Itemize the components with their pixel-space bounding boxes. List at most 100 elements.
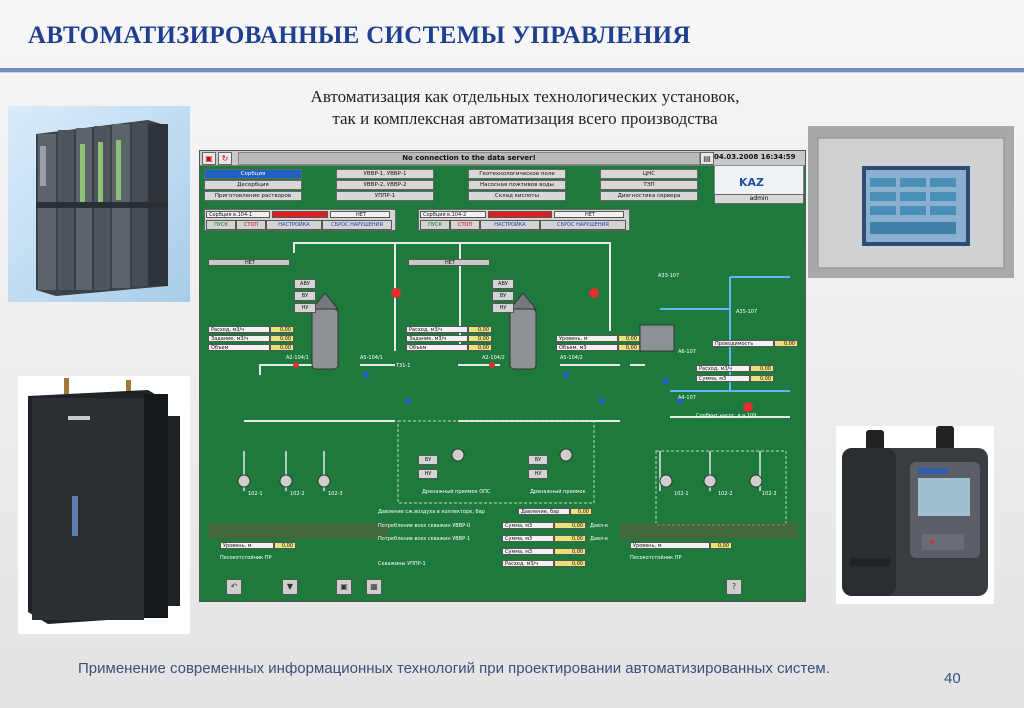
- sorption-104-2-reset-button[interactable]: СБРОС НАРУШЕНИЯ: [540, 220, 626, 230]
- consumption-uvvr-label: Потребление всех скважин УВВР-0: [378, 523, 471, 529]
- sorption-104-1-start-button[interactable]: ПУСК: [206, 220, 236, 230]
- col1-avu-button[interactable]: АВУ: [294, 279, 316, 289]
- tag-a2-104-2: А2-104/2: [482, 355, 505, 361]
- well-right-3: 102-3: [762, 491, 777, 497]
- nav-cns[interactable]: ЦНС: [600, 169, 698, 179]
- kazatomprom-logo: KAZ: [714, 165, 804, 195]
- subtitle-line-2: так и комплексная автоматизация всего пр…: [332, 109, 718, 128]
- scada-home-icon[interactable]: ▣: [202, 152, 216, 165]
- sum-total-value: 0,00: [554, 548, 586, 555]
- col2-avu-button[interactable]: АВУ: [492, 279, 514, 289]
- scada-screen: ▣ ↻ No connection to the data server! ▤ …: [199, 150, 806, 602]
- scada-print-icon[interactable]: ▤: [700, 152, 714, 165]
- column-1-mode: НЕТ: [208, 259, 290, 266]
- nav-desorption[interactable]: Десорбция: [204, 180, 302, 190]
- scada-toolbar: ▣ ↻ No connection to the data server! ▤ …: [200, 151, 805, 166]
- col2-flow-value: 0,00: [468, 326, 492, 333]
- sorption-104-1-reset-button[interactable]: СБРОС НАРУШЕНИЯ: [322, 220, 392, 230]
- flow-uppr-value: 0,00: [554, 560, 586, 567]
- sorption-104-1-stop-button[interactable]: СТОП: [236, 220, 266, 230]
- drain1-vu-button[interactable]: ВУ: [418, 455, 438, 465]
- col1-volume-value: 0,00: [270, 344, 294, 351]
- col2-nu-button[interactable]: НУ: [492, 303, 514, 313]
- spigot-label-2: Давл-е: [590, 536, 608, 542]
- sorption-104-1-alarm: [272, 211, 328, 218]
- sorption-104-2-alarm: [488, 211, 552, 218]
- tag-a5-104-1: А5-104/1: [360, 355, 383, 361]
- drain2-nu-button[interactable]: НУ: [528, 469, 548, 479]
- title-divider: [0, 68, 1024, 72]
- sorption-104-1-setup-button[interactable]: НАСТРОЙКА: [266, 220, 322, 230]
- conductivity-label: Проводимость: [712, 340, 774, 347]
- level-left-label: Уровень, м: [220, 542, 274, 549]
- col2-flow-label: Расход, м3/ч: [406, 326, 468, 333]
- logo-text: KAZ: [739, 176, 765, 189]
- right-sum-label: Сумма, м3: [696, 375, 750, 382]
- scada-refresh-icon[interactable]: ↻: [218, 152, 232, 165]
- nav-uvvr-2[interactable]: УВВР-2, УВВР-2: [336, 180, 434, 190]
- sorption-104-2-setup-button[interactable]: НАСТРОЙКА: [480, 220, 540, 230]
- sum-uvvr2-value: 0,00: [554, 535, 586, 542]
- undo-icon[interactable]: ↶: [226, 579, 242, 595]
- nav-geo-field[interactable]: Геотехнологическое поле: [468, 169, 566, 179]
- column-2-mode: НЕТ: [408, 259, 490, 266]
- col1-vu-button[interactable]: ВУ: [294, 291, 316, 301]
- subtitle-line-1: Автоматизация как отдельных технологичес…: [310, 87, 740, 106]
- scada-pipework: [208, 242, 798, 539]
- sorption-104-1-name: Сорбция в.104-1: [206, 211, 270, 218]
- nav-uvvr-1[interactable]: УВВР-1, УВВР-1: [336, 169, 434, 179]
- col1-nu-button[interactable]: НУ: [294, 303, 316, 313]
- connection-status-message: No connection to the data server!: [238, 152, 700, 165]
- scada-datetime: 04.03.2008 16:34:59: [714, 153, 796, 161]
- sorbent-pump-label: Сорбент насос, в.ч 109: [696, 413, 757, 419]
- sum-uvvr-label: Сумма, м3: [502, 522, 554, 529]
- sorption-104-2-start-button[interactable]: ПУСК: [420, 220, 450, 230]
- col1-flow-value: 0,00: [270, 326, 294, 333]
- drain-pit-ops-label: Дренажный приямок ОПС: [422, 489, 491, 495]
- save-icon[interactable]: ▣: [336, 579, 352, 595]
- current-user: admin: [714, 194, 804, 204]
- well-left-3: 102-3: [328, 491, 343, 497]
- plc-controller-photo: [8, 106, 190, 302]
- nav-tep[interactable]: ТЭП: [600, 180, 698, 190]
- pressure-field-label: Давление, бар: [518, 508, 570, 515]
- consumption-uvvr2-label: Потребление всех скважин УВВР-1: [378, 536, 471, 542]
- col2-vu-button[interactable]: ВУ: [492, 291, 514, 301]
- nav-solutions[interactable]: Приготовление растворов: [204, 191, 302, 201]
- col2-volume-value: 0,00: [468, 344, 492, 351]
- col2-volume-label: Объем: [406, 344, 468, 351]
- pressure-value: 0,00: [570, 508, 592, 515]
- tag-a4-107: А4-107: [678, 395, 696, 401]
- nav-server-diagnostics[interactable]: Диагностика сервера: [600, 191, 698, 201]
- help-icon[interactable]: ?: [726, 579, 742, 595]
- nav-uppr-1[interactable]: УППР-1: [336, 191, 434, 201]
- right-level-label: Уровень, м: [556, 335, 618, 342]
- drain2-vu-button[interactable]: ВУ: [528, 455, 548, 465]
- level-left-value: 0,00: [274, 542, 296, 549]
- conductivity-value: 0,00: [774, 340, 798, 347]
- down-icon[interactable]: ▼: [282, 579, 298, 595]
- sum-uvvr2-label: Сумма, м3: [502, 535, 554, 542]
- hmi-panel-image: [808, 126, 1014, 278]
- drain1-nu-button[interactable]: НУ: [418, 469, 438, 479]
- right-sum-value: 0,00: [750, 375, 774, 382]
- col1-flow-label: Расход, м3/ч: [208, 326, 270, 333]
- col1-setpoint-label: Задание, м3/ч: [208, 335, 270, 342]
- tag-a2-104-1: А2-104/1: [286, 355, 309, 361]
- chart-icon[interactable]: ▦: [366, 579, 382, 595]
- hmi-panel-photo: [808, 126, 1014, 278]
- right-volume-value: 0,00: [618, 344, 640, 351]
- plc-controller-image: [8, 106, 190, 302]
- right-volume-label: Объем, м3: [556, 344, 618, 351]
- nav-sorption[interactable]: Сорбция: [204, 169, 302, 179]
- title-divider-light: [0, 72, 1024, 73]
- settler-left-label: Песокотстойник ПР: [220, 555, 272, 561]
- well-right-2: 102-2: [718, 491, 733, 497]
- well-left-1: 102-1: [248, 491, 263, 497]
- sorption-104-2-stop-button[interactable]: СТОП: [450, 220, 480, 230]
- nav-acid-storage[interactable]: Склад кислоты: [468, 191, 566, 201]
- tag-a5-104-2: А5-104/2: [560, 355, 583, 361]
- nav-water-pumping[interactable]: Насосная пожтивов воды: [468, 180, 566, 190]
- tag-a33-107: А33-107: [658, 273, 680, 279]
- satel-modem-image: [836, 426, 994, 604]
